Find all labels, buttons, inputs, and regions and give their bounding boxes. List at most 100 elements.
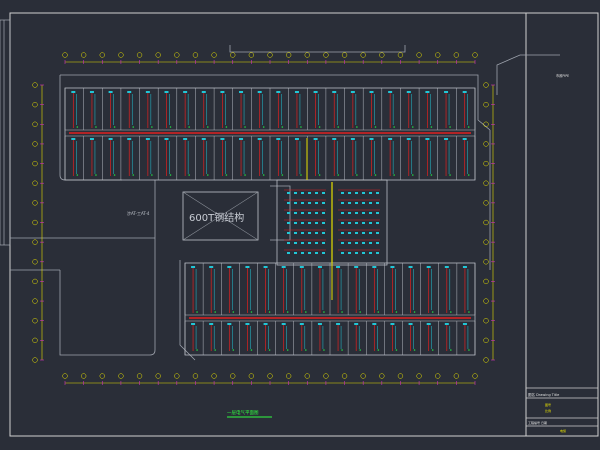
core-fixture <box>287 192 290 194</box>
core-fixture <box>287 202 290 204</box>
room-tag <box>444 323 449 325</box>
core-fixture <box>294 192 297 194</box>
room-tag <box>336 266 341 268</box>
core-fixture <box>308 192 311 194</box>
axis-bubble <box>248 52 255 58</box>
core-fixture <box>341 232 344 234</box>
outlet-mark <box>244 126 246 128</box>
core-fixture <box>287 222 290 224</box>
axis-bubble <box>483 180 489 186</box>
axis-bubble <box>483 160 489 167</box>
axis-bubble <box>174 373 180 379</box>
core-fixture <box>369 232 372 234</box>
outlet-mark <box>281 126 284 128</box>
outlet-mark <box>374 126 377 128</box>
title-block-row5: 电施 <box>560 428 566 433</box>
core-fixture <box>362 242 365 244</box>
outlet-mark <box>395 311 398 313</box>
core-fixture <box>287 212 290 214</box>
core-fixture <box>315 212 318 214</box>
axis-bubble <box>285 373 292 379</box>
core-fixture <box>355 202 358 204</box>
room-tag <box>425 138 430 140</box>
room-tag <box>388 138 393 140</box>
axis-bubble <box>341 52 348 58</box>
axis-bubble <box>483 141 489 147</box>
room-tag <box>239 138 244 140</box>
core-fixture <box>362 222 365 224</box>
outlet-mark <box>244 174 246 176</box>
room-tag <box>281 323 286 325</box>
room-tag <box>462 138 467 140</box>
room-tag <box>425 91 430 93</box>
outlet-mark <box>468 349 470 351</box>
axis-bubble <box>32 259 38 265</box>
outlet-mark <box>188 174 190 176</box>
room-tag <box>313 91 318 93</box>
room-tag <box>127 91 132 93</box>
core-fixture <box>362 212 365 214</box>
core-fixture <box>369 202 372 204</box>
core-fixture <box>308 242 311 244</box>
outlet-mark <box>132 126 135 128</box>
outlet-mark <box>411 126 414 128</box>
room-tag <box>462 91 467 93</box>
core-fixture <box>308 232 311 234</box>
outlet-mark <box>356 126 358 128</box>
room-tag <box>239 91 244 93</box>
axis-bubble <box>80 52 87 58</box>
core-fixture <box>301 212 304 214</box>
outlet-mark <box>196 349 198 351</box>
outlet-mark <box>430 126 433 128</box>
outlet-mark <box>377 349 380 351</box>
core-fixture <box>355 242 358 244</box>
core-fixture <box>294 242 297 244</box>
core-fixture <box>301 192 304 194</box>
outlet-mark <box>359 311 361 313</box>
core-fixture <box>301 242 304 244</box>
core-fixture <box>355 222 358 224</box>
room-tag <box>372 323 377 325</box>
room-tag <box>354 266 359 268</box>
room-tag <box>317 323 322 325</box>
core-fixture <box>369 212 372 214</box>
core-fixture <box>294 212 297 214</box>
outlet-mark <box>467 126 470 128</box>
room-tag <box>164 91 169 93</box>
axis-bubble <box>397 373 404 379</box>
outlet-mark <box>318 174 321 176</box>
axis-bubble <box>62 52 68 58</box>
core-fixture <box>294 222 297 224</box>
axis-bubble <box>267 52 273 58</box>
axis-bubble <box>118 373 124 379</box>
room-tag <box>313 138 318 140</box>
outlet-mark <box>337 174 340 176</box>
core-fixture <box>315 242 318 244</box>
axis-bubble <box>267 373 273 379</box>
title-block-row1: 图名 Drawing Title <box>528 392 559 397</box>
outlet-mark <box>76 126 79 128</box>
core-fixture <box>341 222 344 224</box>
outlet-mark <box>430 174 433 176</box>
room-tag <box>444 91 449 93</box>
outlet-mark <box>132 174 135 176</box>
core-fixture <box>362 252 365 254</box>
axis-bubble <box>155 373 161 379</box>
room-tag <box>209 323 214 325</box>
outlet-mark <box>337 126 340 128</box>
core-fixture <box>294 232 297 234</box>
axis-bubble <box>32 121 38 127</box>
room-tag <box>220 138 225 140</box>
axis-bubble <box>230 373 236 379</box>
core-fixture <box>301 252 304 254</box>
axis-bubble <box>136 373 143 379</box>
room-tag <box>89 91 94 93</box>
outlet-mark <box>450 349 452 351</box>
room-tag <box>263 266 268 268</box>
title-block-row2: 图号 <box>545 402 551 407</box>
room-tag <box>408 323 413 325</box>
outlet-mark <box>431 311 434 313</box>
core-fixture <box>341 192 344 194</box>
